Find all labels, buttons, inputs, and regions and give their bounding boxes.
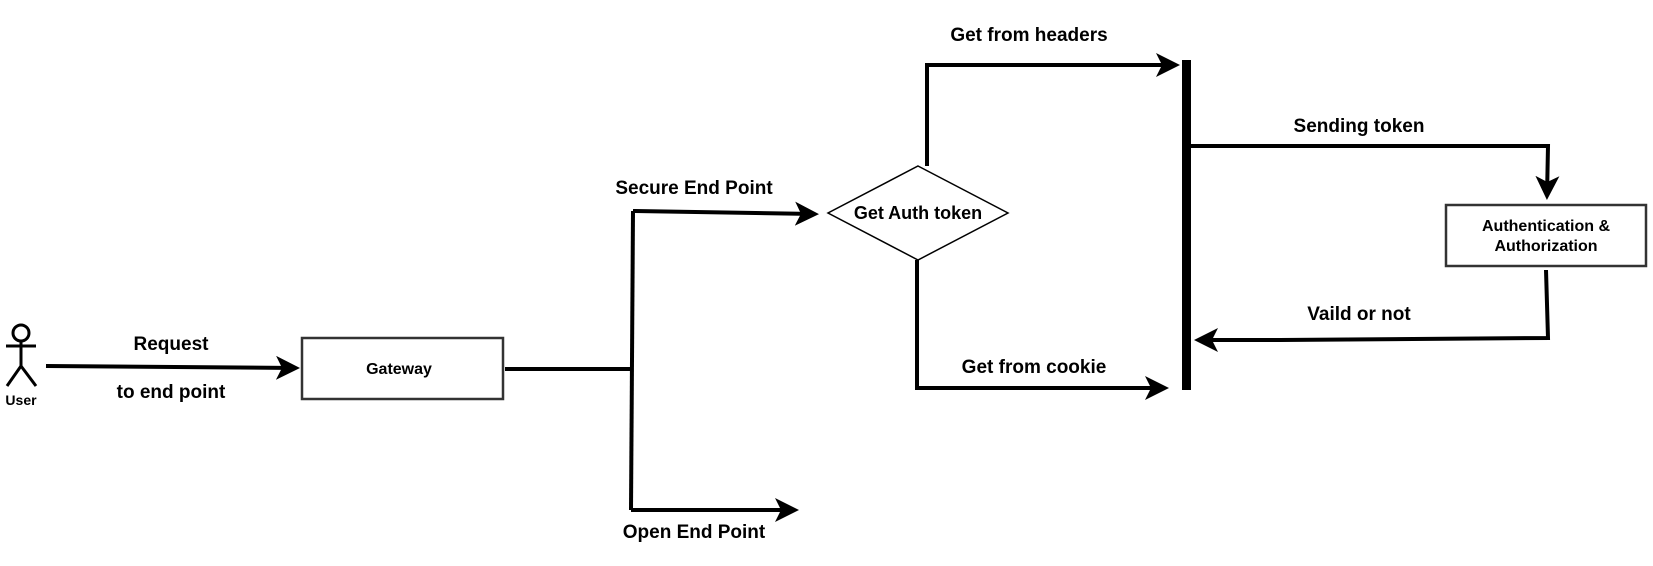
branch-vertical-line [629, 210, 635, 511]
user-actor-icon [5, 323, 38, 387]
auth-box-label-line2: Authorization [1494, 238, 1597, 255]
get-auth-token-label: Get Auth token [854, 203, 982, 223]
open-endpoint-label: Open End Point [623, 522, 766, 543]
sending-token-arrow [1191, 144, 1560, 200]
auth-box-label-line1: Authentication & [1482, 218, 1610, 235]
request-label: Request [134, 334, 210, 355]
auth-box [1444, 203, 1648, 268]
cookie-label: Get from cookie [962, 357, 1107, 378]
cookie-arrow [915, 260, 1169, 400]
headers-label: Get from headers [950, 25, 1107, 46]
request-arrow [45, 355, 300, 380]
gateway-box [300, 336, 505, 401]
secure-endpoint-label: Secure End Point [615, 178, 773, 199]
join-bar [1182, 60, 1191, 390]
sending-token-label: Sending token [1294, 116, 1425, 137]
secure-endpoint-arrow [632, 201, 819, 226]
gateway-label: Gateway [366, 361, 432, 378]
valid-or-not-label: Vaild or not [1307, 304, 1411, 325]
valid-or-not-arrow [1194, 269, 1551, 352]
request-sub-label: to end point [117, 382, 226, 403]
user-label: User [5, 392, 37, 408]
headers-arrow [925, 53, 1180, 166]
